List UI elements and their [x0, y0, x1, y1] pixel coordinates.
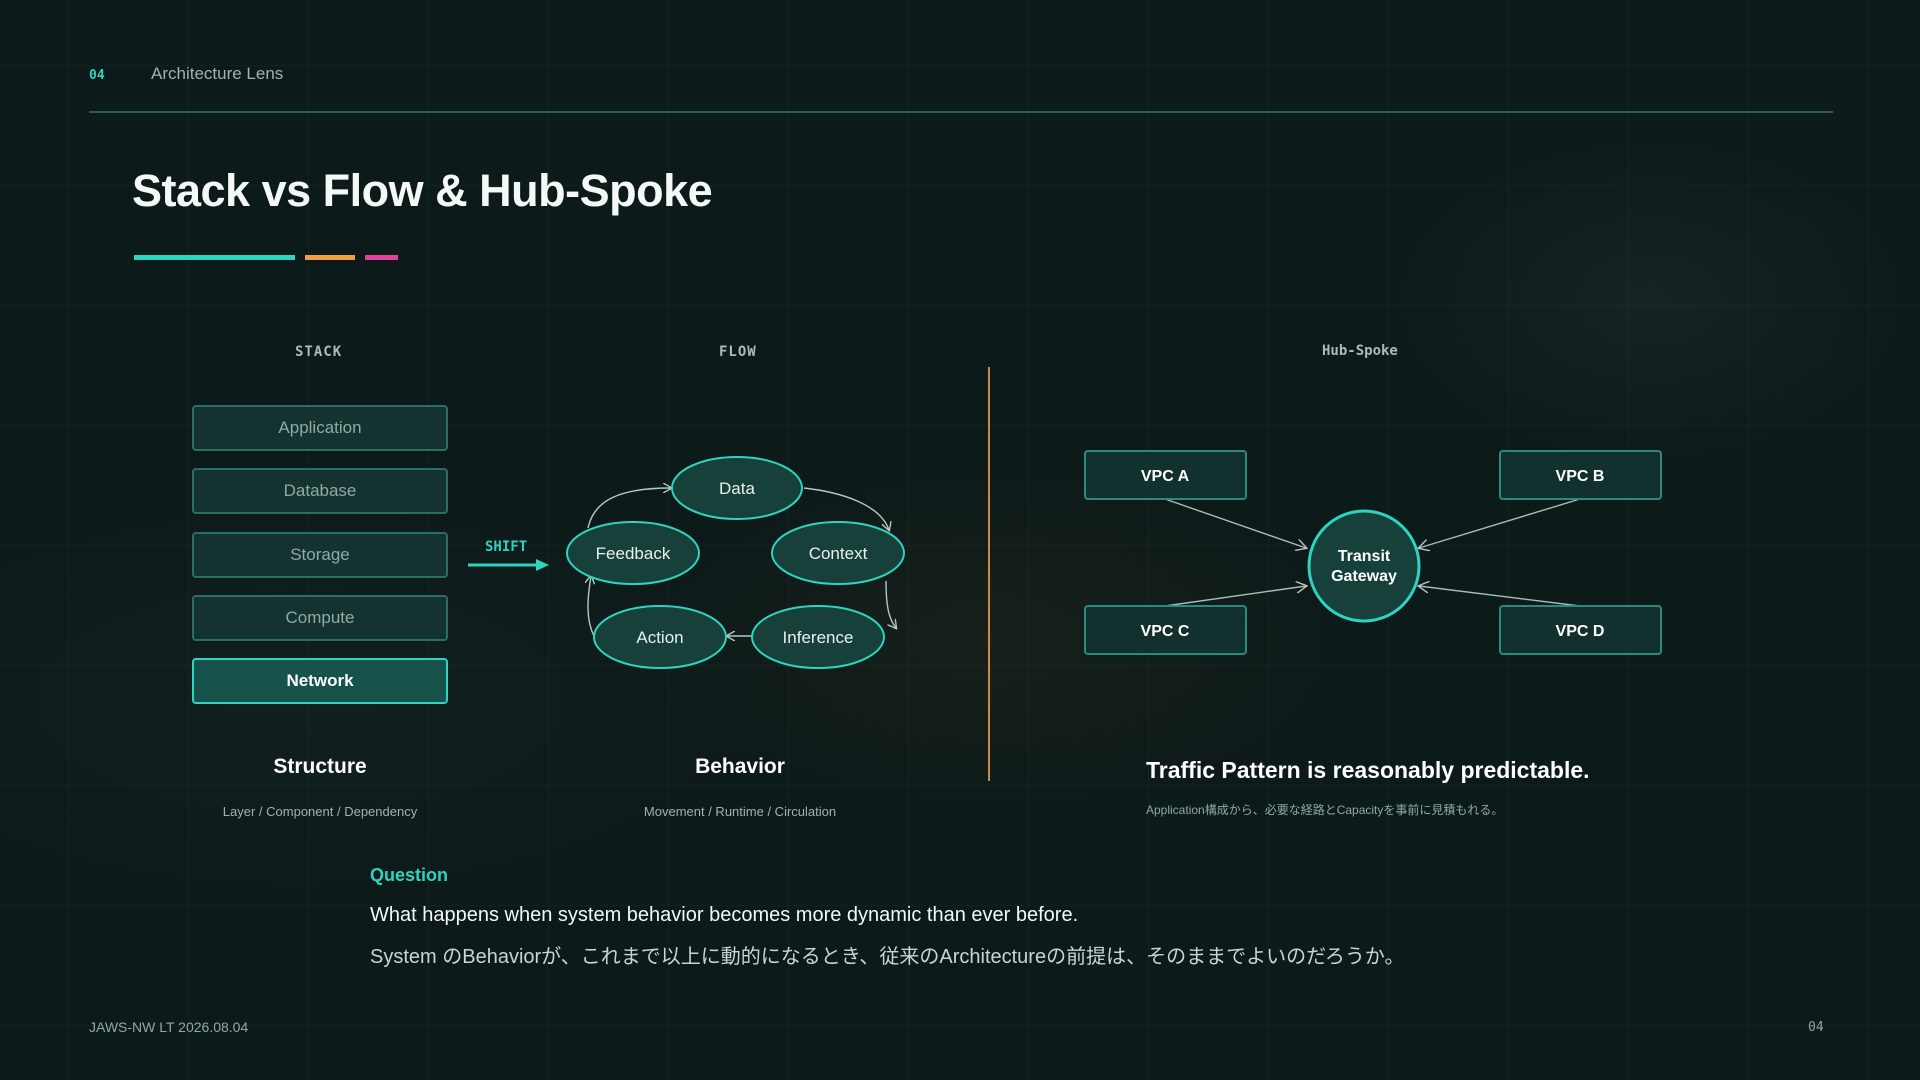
flow-arrow-context-to-inference: [885, 580, 896, 628]
section-label: Architecture Lens: [151, 64, 284, 83]
svg-text:Data: Data: [719, 479, 755, 498]
transit-gateway-hub: Transit Gateway: [1307, 509, 1421, 623]
flow-node-inference: Inference: [751, 605, 885, 669]
stack-layer-storage: Storage: [192, 532, 448, 578]
shift-label: SHIFT: [485, 539, 528, 555]
stack-label: STACK: [295, 344, 343, 360]
svg-text:Action: Action: [636, 628, 683, 647]
section-divider: [988, 367, 990, 781]
svg-text:Transit: Transit: [1338, 548, 1391, 565]
slide-number: 04: [89, 68, 105, 83]
vpc-b-box: VPC B: [1499, 450, 1662, 500]
stack-layer-database: Database: [192, 468, 448, 514]
flow-arrow-data-to-context: [803, 487, 889, 530]
stack-layer-application: Application: [192, 405, 448, 451]
vpc-a-box: VPC A: [1084, 450, 1247, 500]
svg-text:Context: Context: [809, 544, 868, 563]
hub-spoke-heading: Traffic Pattern is reasonably predictabl…: [1146, 757, 1590, 783]
flow-node-context: Context: [771, 521, 905, 585]
header-divider: [89, 111, 1833, 113]
flow-heading: Behavior: [695, 755, 785, 778]
flow-diagram: Data Feedback Context Action Inference: [566, 456, 905, 669]
accent-bar-orange: [305, 255, 355, 260]
vpc-d-box: VPC D: [1499, 605, 1662, 655]
flow-node-feedback: Feedback: [566, 521, 700, 585]
vpc-c-box: VPC C: [1084, 605, 1247, 655]
spoke-line-vpc-c: [1164, 586, 1306, 607]
stack-subtitle: Layer / Component / Dependency: [222, 804, 418, 819]
question-text-jp: System のBehaviorが、これまで以上に動的になるとき、従来のArch…: [370, 946, 1405, 968]
hub-spoke-subtitle: Application構成から、必要な経路とCapacityを事前に見積もれる。: [1146, 803, 1504, 817]
svg-text:VPC A: VPC A: [1141, 468, 1190, 485]
hub-spoke-label: Hub-Spoke: [1322, 343, 1398, 359]
flow-node-action: Action: [593, 605, 727, 669]
hub-spoke-diagram: VPC A VPC B VPC C VPC D Transit Gateway: [1084, 450, 1662, 655]
svg-text:VPC C: VPC C: [1141, 623, 1190, 640]
footer-event: JAWS-NW LT 2026.08.04: [89, 1019, 249, 1035]
accent-bar-teal: [134, 255, 295, 260]
question-label: Question: [370, 865, 449, 885]
spoke-line-vpc-a: [1164, 498, 1306, 548]
spoke-line-vpc-d: [1419, 586, 1581, 607]
stack-layer-compute: Compute: [192, 595, 448, 641]
svg-text:VPC B: VPC B: [1556, 468, 1605, 485]
question-text-en: What happens when system behavior become…: [370, 904, 1079, 926]
flow-node-data: Data: [671, 456, 803, 520]
spoke-line-vpc-b: [1419, 498, 1581, 548]
stack-heading: Structure: [273, 755, 367, 778]
flow-subtitle: Movement / Runtime / Circulation: [643, 804, 837, 819]
svg-text:VPC D: VPC D: [1556, 623, 1605, 640]
flow-arrow-action-to-feedback: [588, 576, 594, 637]
stack-layer-network: Network: [192, 658, 448, 704]
footer-page-number: 04: [1808, 1020, 1824, 1035]
flow-arrow-feedback-to-data: [587, 488, 671, 529]
accent-bar-pink: [365, 255, 398, 260]
flow-label: FLOW: [719, 344, 757, 360]
shift-arrow-icon: [468, 559, 549, 571]
slide-title: Stack vs Flow & Hub-Spoke: [132, 165, 713, 216]
svg-text:Gateway: Gateway: [1331, 568, 1397, 585]
svg-text:Inference: Inference: [783, 628, 854, 647]
svg-text:Feedback: Feedback: [596, 544, 671, 563]
